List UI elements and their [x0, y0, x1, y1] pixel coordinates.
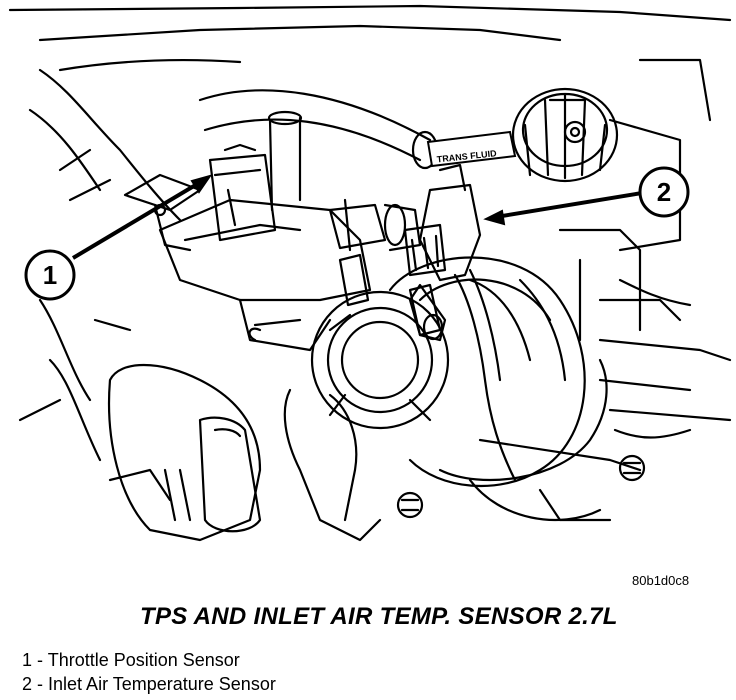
- legend-number: 2: [22, 674, 33, 694]
- callout-1: 1: [24, 174, 213, 301]
- figure-title: TPS AND INLET AIR TEMP. SENSOR 2.7L: [140, 603, 618, 630]
- legend-separator: -: [37, 650, 48, 670]
- callout-2-number: 2: [657, 177, 671, 207]
- callout-1-number: 1: [43, 260, 57, 290]
- legend: 1 - Throttle Position Sensor 2 - Inlet A…: [22, 648, 276, 696]
- legend-number: 1: [22, 650, 33, 670]
- legend-text: Inlet Air Temperature Sensor: [48, 674, 276, 694]
- engine-illustration: TRANS FLUID 1 2: [8, 4, 732, 542]
- legend-item-1: 1 - Throttle Position Sensor: [22, 648, 276, 672]
- legend-separator: -: [37, 674, 49, 694]
- figure-code: 80b1d0c8: [632, 573, 690, 588]
- legend-item-2: 2 - Inlet Air Temperature Sensor: [22, 672, 276, 696]
- trans-fluid-tag: TRANS FLUID: [426, 130, 517, 168]
- legend-text: Throttle Position Sensor: [47, 650, 240, 670]
- callout-2: 2: [483, 166, 690, 226]
